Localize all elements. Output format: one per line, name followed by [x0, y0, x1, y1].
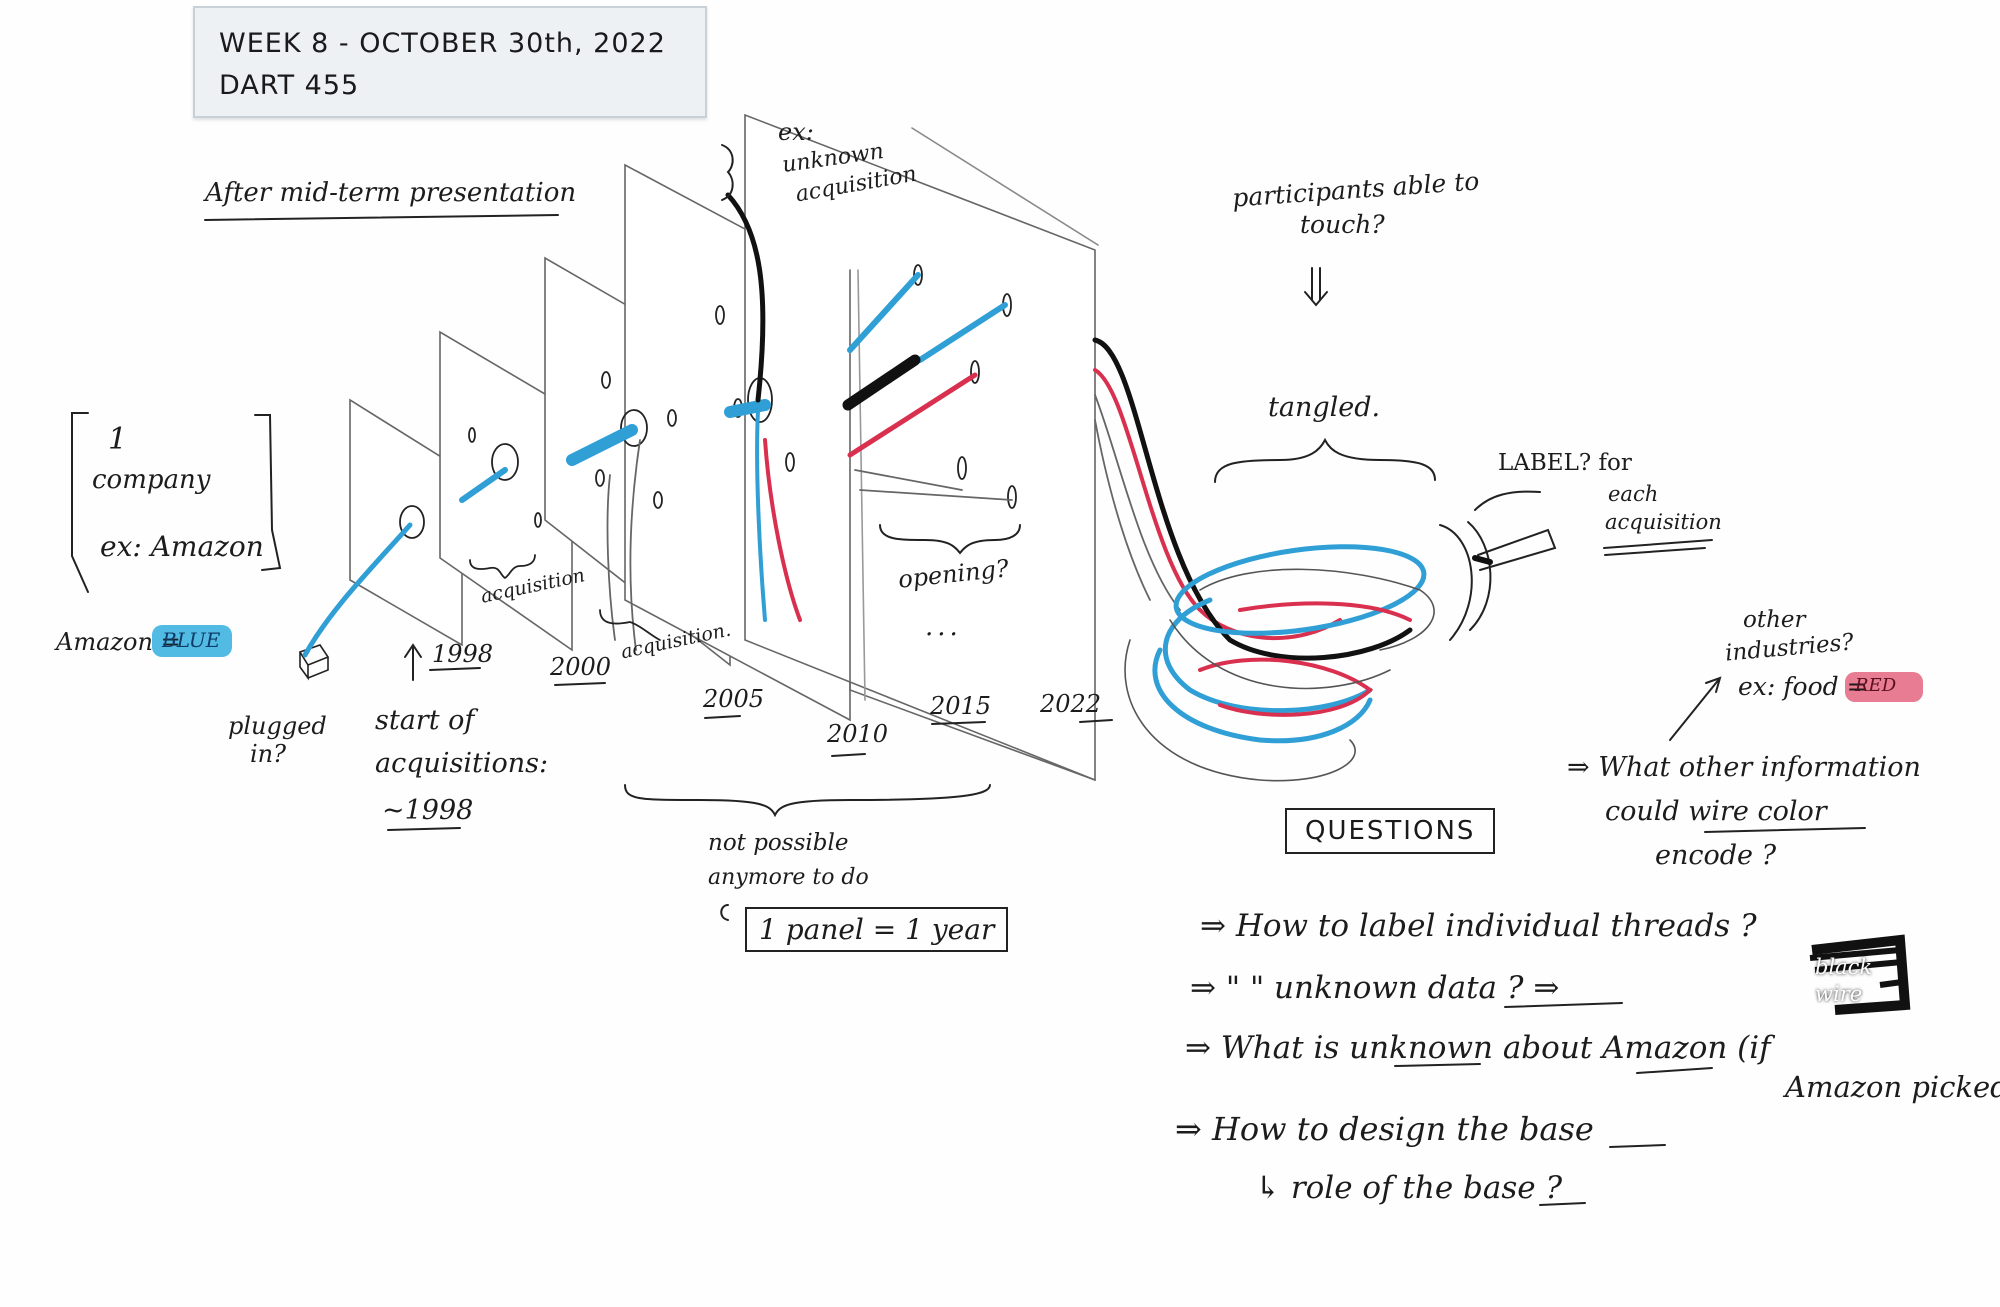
- company-count: 1: [108, 422, 128, 457]
- participants-line2: touch?: [1300, 210, 1385, 239]
- tangled-note: tangled.: [1268, 392, 1381, 423]
- year-2005: 2005: [703, 685, 765, 713]
- red-wires: [763, 368, 1342, 641]
- company-example: ex: Amazon: [100, 530, 264, 563]
- black-wire-line2: wire: [1815, 982, 1863, 1006]
- blue-swatch: [152, 625, 232, 657]
- question-3-cont: Amazon picked?): [1785, 1070, 2000, 1104]
- amazon-color-label: Amazon =: [56, 628, 181, 656]
- label-note-line1: LABEL? for: [1498, 450, 1632, 476]
- question-4: ⇒ How to design the base: [1175, 1110, 1594, 1148]
- year-1998: 1998: [432, 640, 494, 668]
- other-industries-line1: other: [1743, 607, 1806, 633]
- question-3: ⇒ What is unknown about Amazon (if: [1185, 1030, 1771, 1066]
- not-possible-line1: not possible: [708, 830, 849, 856]
- year-2000: 2000: [550, 653, 612, 681]
- black-wires: [725, 192, 1413, 661]
- black-wire-scribble: [1809, 934, 1911, 1015]
- ellipsis-note: ...: [925, 612, 962, 642]
- not-possible-line2: anymore to do: [708, 865, 869, 890]
- company-label: company: [92, 465, 211, 495]
- amazon-color-swatch-text: BLUE: [162, 628, 221, 652]
- other-industries-swatch-text: RED: [1855, 675, 1897, 696]
- grey-wires: [606, 394, 1181, 651]
- wire-color-line3: encode ?: [1655, 840, 1777, 871]
- questions-title: QUESTIONS: [1285, 808, 1496, 854]
- header-tape: WEEK 8 - OCTOBER 30th, 2022 DART 455: [193, 6, 707, 118]
- participants-arrow: ⇓: [1305, 265, 1306, 266]
- question-2: ⇒ " " unknown data ? ⇒: [1190, 970, 1560, 1006]
- year-2015: 2015: [930, 692, 992, 720]
- start-acq-line2: acquisitions:: [375, 748, 549, 779]
- question-5: ↳ role of the base ?: [1255, 1170, 1563, 1206]
- panels: [349, 113, 1099, 782]
- header-course: DART 455: [219, 70, 360, 101]
- label-note-line2: each: [1608, 482, 1659, 506]
- tangle: [1124, 544, 1435, 782]
- header-date: WEEK 8 - OCTOBER 30th, 2022: [219, 28, 666, 59]
- panel-rule-box: 1 panel = 1 year: [745, 907, 1009, 952]
- other-industries-line3: ex: food =: [1738, 672, 1868, 701]
- start-acq-line1: start of: [375, 705, 475, 736]
- wire-color-line2: could wire color: [1605, 796, 1827, 827]
- plugged-in-note: plugged in?: [228, 712, 327, 768]
- question-1: ⇒ How to label individual threads ?: [1200, 908, 1757, 944]
- black-wire-line1: black: [1815, 955, 1873, 979]
- start-acq-line3: ~1998: [382, 795, 474, 826]
- wire-color-line1: ⇒ What other information: [1567, 752, 1921, 783]
- label-note-line3: acquisition: [1605, 510, 1722, 534]
- red-swatch: [1845, 672, 1923, 702]
- year-2010: 2010: [827, 720, 889, 748]
- unknown-acq-line1: ex:: [778, 118, 814, 146]
- subtitle: After mid-term presentation: [205, 178, 577, 208]
- blue-wires: [302, 272, 1008, 658]
- year-2022: 2022: [1040, 690, 1102, 718]
